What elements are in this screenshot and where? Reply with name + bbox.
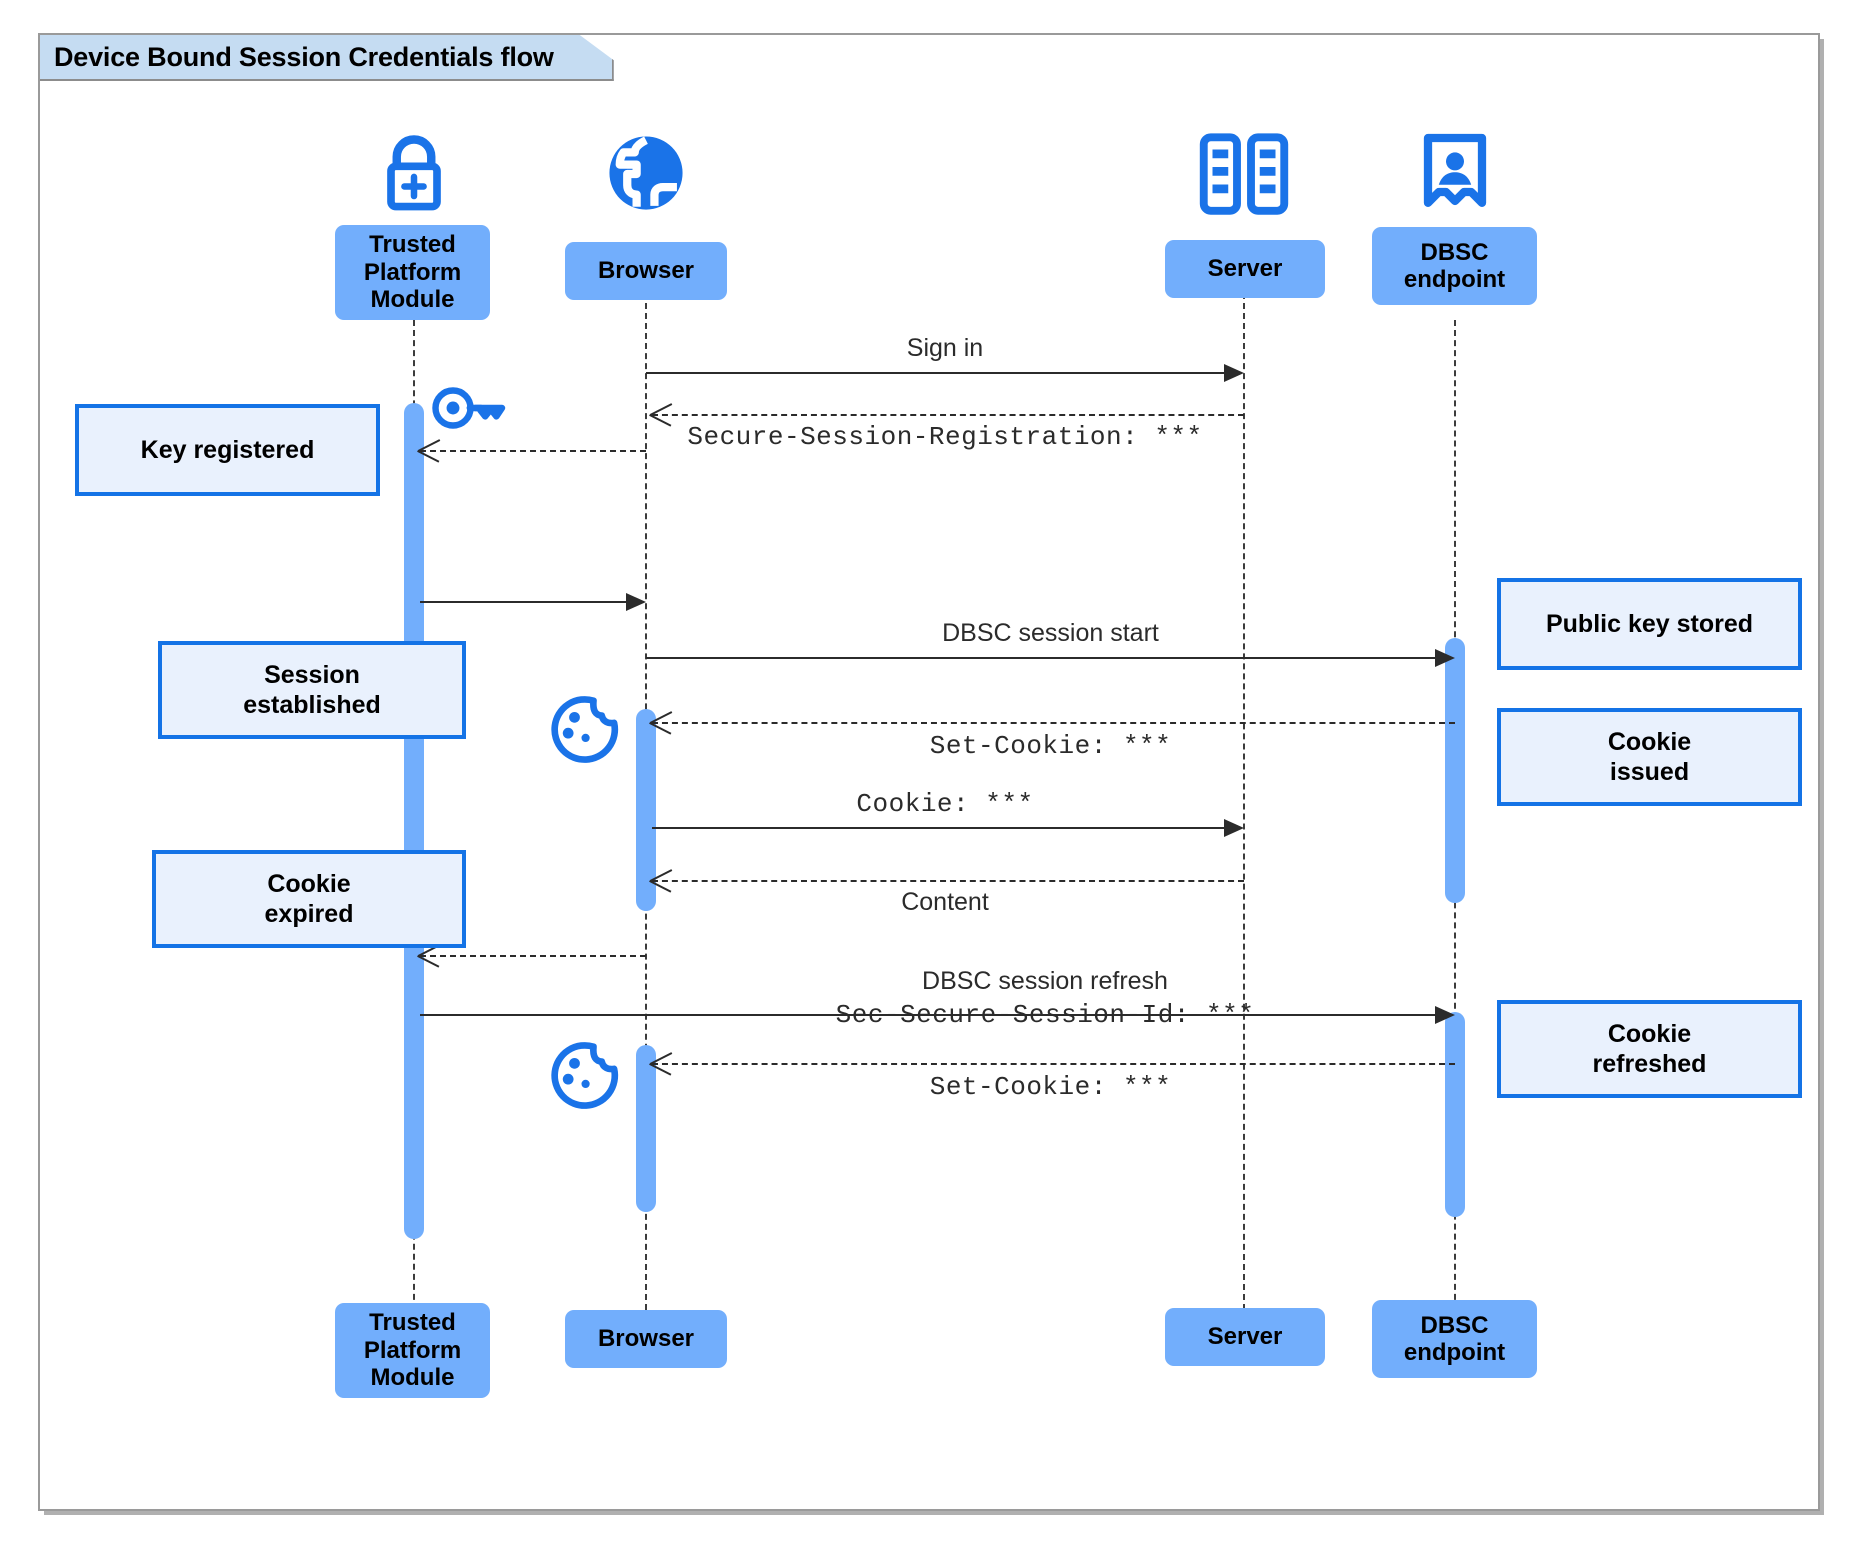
note-text-key-registered: Key registered (140, 436, 315, 464)
participant-label-server: Server (1207, 255, 1283, 283)
cookie-icon (546, 692, 622, 768)
participant-box-dbsc-top[interactable]: DBSC endpoint (1372, 227, 1537, 305)
activation-bar-browser-1 (636, 709, 656, 911)
message-label-dbsc-session-refresh: DBSC session refresh (922, 967, 1168, 995)
note-text-cookie-expired: Cookie expired (264, 870, 354, 928)
participant-box-server-top[interactable]: Server (1165, 240, 1325, 298)
message-label-dbsc-session-start: DBSC session start (942, 619, 1159, 647)
note-text-cookie-issued: Cookie issued (1607, 728, 1692, 786)
note-text-public-key-stored: Public key stored (1545, 610, 1754, 638)
activation-bar-dbsc-1 (1445, 638, 1465, 903)
participant-box-tpm-bottom[interactable]: Trusted Platform Module (335, 1303, 490, 1398)
arrowhead-sign-in (1224, 364, 1244, 382)
note-text-cookie-refreshed: Cookie refreshed (1592, 1020, 1707, 1078)
message-line-register-key (420, 450, 646, 452)
activation-bar-browser-2 (636, 1045, 656, 1212)
participant-label-browser-bottom: Browser (597, 1325, 695, 1353)
arrowhead-dbsc-session-start (1435, 649, 1455, 667)
note-cookie-issued: Cookie issued (1497, 708, 1802, 806)
message-label-secure-session-registration: Secure-Session-Registration: *** (687, 422, 1203, 452)
participant-label-browser: Browser (597, 257, 695, 285)
globe-icon (601, 128, 691, 218)
message-label-set-cookie-2: Set-Cookie: *** (929, 1072, 1172, 1102)
note-cookie-expired: Cookie expired (152, 850, 466, 948)
server-rack-icon (1198, 132, 1290, 216)
participant-label-tpm-bottom: Trusted Platform Module (363, 1309, 462, 1392)
key-icon (425, 380, 509, 436)
message-line-cookie (652, 827, 1224, 829)
participant-box-dbsc-bottom[interactable]: DBSC endpoint (1372, 1300, 1537, 1378)
arrowhead-register-key (418, 439, 440, 461)
message-line-dbsc-session-start (646, 657, 1435, 659)
arrowhead-set-cookie-2 (650, 1052, 672, 1074)
participant-label-dbsc: DBSC endpoint (1403, 238, 1506, 293)
id-badge-icon (1419, 130, 1491, 218)
participant-box-browser-top[interactable]: Browser (565, 242, 727, 300)
arrowhead-cookie (1224, 819, 1244, 837)
message-line-dbsc-session-refresh (420, 1014, 1435, 1016)
message-line-sign-in (646, 372, 1224, 374)
cookie-icon (546, 1038, 622, 1114)
message-line-content (652, 880, 1244, 882)
participant-label-tpm: Trusted Platform Module (363, 231, 462, 314)
participant-label-server-bottom: Server (1207, 1323, 1283, 1351)
note-cookie-refreshed: Cookie refreshed (1497, 1000, 1802, 1098)
participant-box-tpm-top[interactable]: Trusted Platform Module (335, 225, 490, 320)
message-line-set-cookie-1 (652, 722, 1455, 724)
message-label-set-cookie-1: Set-Cookie: *** (929, 731, 1172, 761)
note-session-established: Session established (158, 641, 466, 739)
lock-plus-icon (368, 128, 460, 220)
arrowhead-set-cookie-1 (650, 711, 672, 733)
frame-title: Device Bound Session Credentials flow (54, 41, 554, 72)
arrowhead-dbsc-session-refresh (1435, 1006, 1455, 1024)
arrowhead-key-ready (626, 593, 646, 611)
message-line-key-ready (420, 601, 626, 603)
activation-bar-tpm (404, 403, 424, 1239)
participant-box-server-bottom[interactable]: Server (1165, 1308, 1325, 1366)
participant-label-dbsc-bottom: DBSC endpoint (1403, 1311, 1506, 1366)
message-label-content: Content (901, 888, 989, 916)
participant-box-browser-bottom[interactable]: Browser (565, 1310, 727, 1368)
lifeline-server (1243, 283, 1245, 1320)
note-public-key-stored: Public key stored (1497, 578, 1802, 670)
message-label-cookie: Cookie: *** (856, 789, 1034, 819)
message-line-set-cookie-2 (652, 1063, 1455, 1065)
message-line-sign-refresh-request (420, 955, 646, 957)
frame-title-tab: Device Bound Session Credentials flow (40, 35, 614, 81)
note-key-registered: Key registered (75, 404, 380, 496)
note-text-session-established: Session established (243, 661, 381, 719)
message-label-sign-in: Sign in (906, 334, 984, 362)
activation-bar-dbsc-2 (1445, 1012, 1465, 1217)
message-line-secure-session-registration (652, 414, 1244, 416)
